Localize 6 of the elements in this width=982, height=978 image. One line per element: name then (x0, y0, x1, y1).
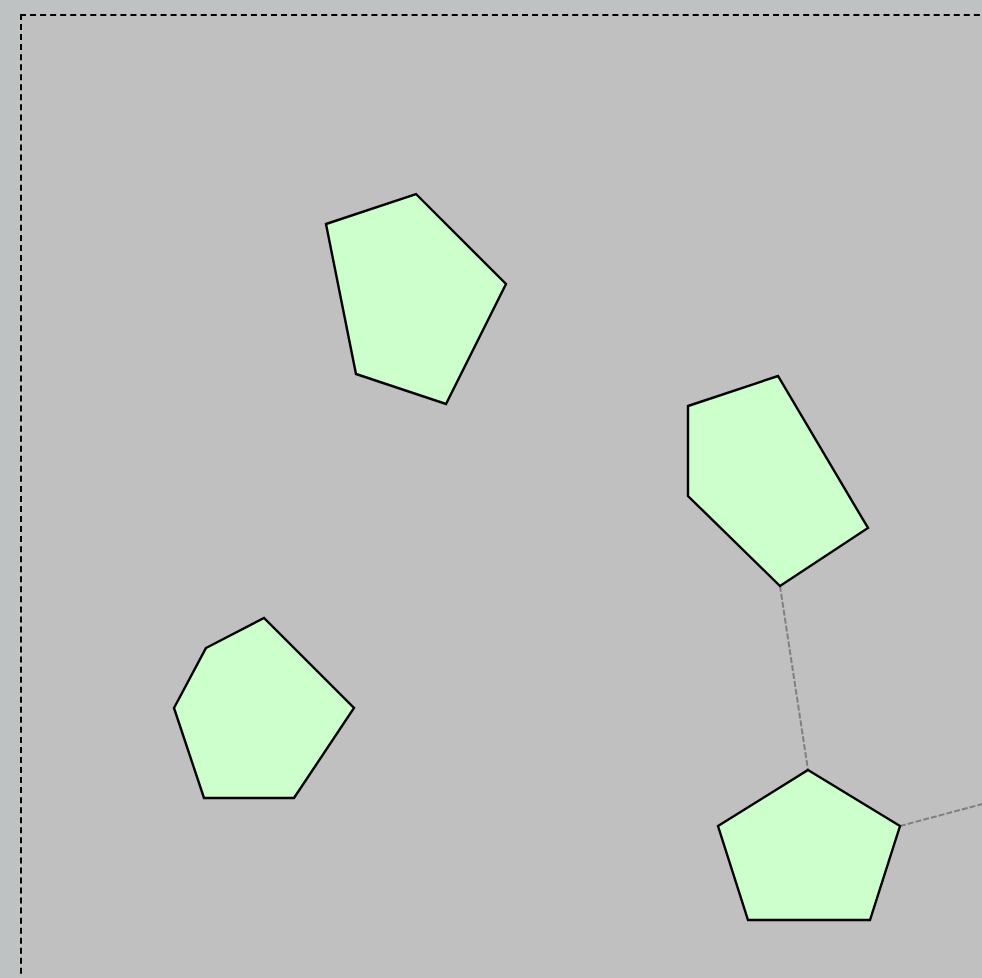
connector-line (899, 801, 982, 827)
pentagon-shape (716, 768, 902, 922)
hexagon-shape (172, 616, 356, 800)
connector-line (779, 585, 809, 771)
pentagon-shape (324, 192, 508, 406)
pentagon-shape (686, 374, 870, 588)
